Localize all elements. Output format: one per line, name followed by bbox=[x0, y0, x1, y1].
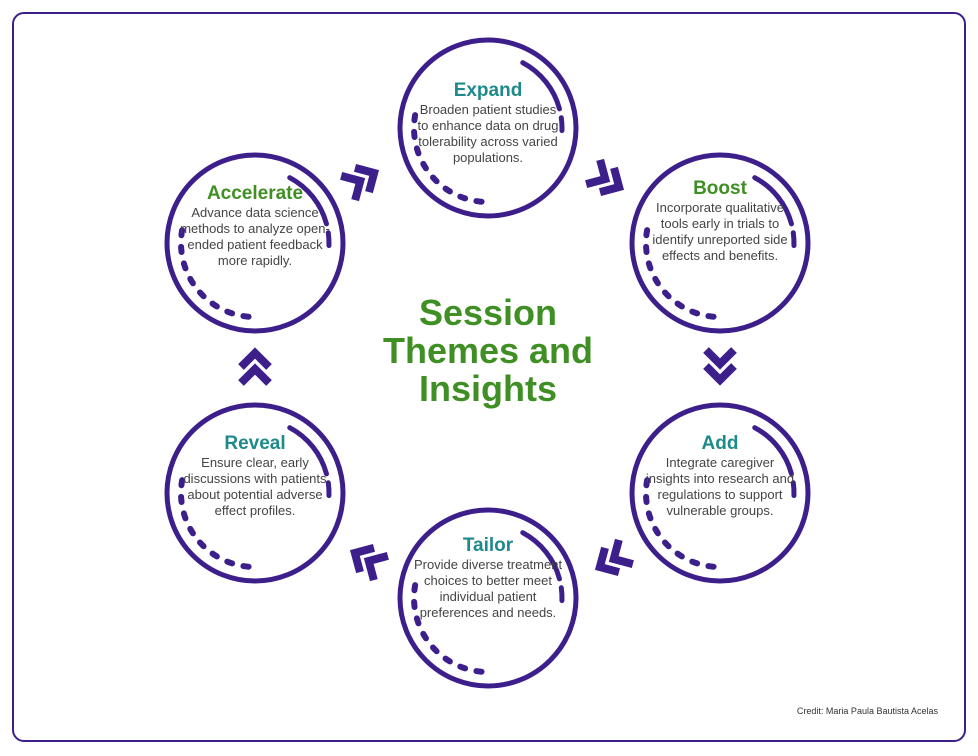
ring-tick bbox=[180, 510, 189, 522]
ring-tick bbox=[645, 510, 654, 522]
ring-tick bbox=[197, 289, 207, 300]
ring-tick bbox=[197, 539, 207, 550]
ring-tick bbox=[224, 558, 236, 567]
theme-title: Reveal bbox=[224, 433, 286, 454]
theme-title: Boost bbox=[693, 178, 747, 199]
ring-tick bbox=[180, 260, 189, 272]
theme-text: Broaden patient studies to enhance data … bbox=[417, 102, 559, 165]
ring-arc bbox=[287, 175, 329, 227]
chevron-icon bbox=[703, 363, 737, 386]
diagram-frame bbox=[12, 12, 966, 742]
ring-tick bbox=[209, 550, 220, 560]
chevron-icon bbox=[238, 347, 272, 370]
ring-tick bbox=[457, 663, 469, 672]
chevron-icon bbox=[340, 172, 366, 202]
ring-tick bbox=[662, 539, 672, 550]
ring-tick bbox=[705, 563, 717, 570]
double-chevron-arrow-icon bbox=[585, 158, 625, 196]
chevron-icon bbox=[238, 363, 272, 386]
theme-ring bbox=[164, 402, 346, 584]
ring-tick bbox=[413, 615, 422, 627]
ring-tick bbox=[705, 313, 717, 320]
ring-tick bbox=[643, 477, 651, 489]
ring-tick bbox=[674, 300, 685, 310]
ring-tick bbox=[240, 563, 252, 570]
ring-tick bbox=[224, 308, 236, 317]
double-chevron-arrow-icon bbox=[703, 347, 737, 386]
ring-tick bbox=[473, 198, 485, 205]
ring-arc bbox=[287, 425, 329, 477]
ring-tick bbox=[652, 525, 661, 537]
ring-arc bbox=[520, 60, 562, 112]
chevron-icon bbox=[353, 164, 380, 194]
theme-title: Accelerate bbox=[206, 183, 304, 204]
ring-dash bbox=[790, 230, 797, 249]
ring-tick bbox=[662, 289, 672, 300]
ring-tick bbox=[420, 160, 429, 172]
chevron-icon bbox=[349, 544, 376, 574]
credit: Credit: Maria Paula Bautista Acelas bbox=[796, 706, 938, 716]
double-chevron-arrow-icon bbox=[349, 544, 389, 582]
chevron-icon bbox=[363, 552, 389, 582]
ring-tick bbox=[652, 275, 661, 287]
double-chevron-arrow-icon bbox=[340, 164, 380, 202]
theme-text: Ensure clear, early discussions with pat… bbox=[183, 455, 327, 518]
ring-tick bbox=[411, 112, 419, 124]
theme-ring bbox=[164, 152, 346, 334]
theme-text: Advance data science methods to analyze … bbox=[180, 205, 330, 268]
ring-tick bbox=[420, 630, 429, 642]
theme-text: Incorporate qualitative tools early in t… bbox=[652, 200, 788, 263]
ring-tick bbox=[430, 644, 440, 655]
chevron-icon bbox=[608, 538, 634, 568]
ring-tick bbox=[187, 525, 196, 537]
theme-ring bbox=[629, 152, 811, 334]
chevron-icon bbox=[703, 347, 737, 370]
ring-arc bbox=[752, 425, 794, 477]
ring-tick bbox=[689, 308, 701, 317]
ring-arc bbox=[752, 175, 794, 227]
ring-tick bbox=[674, 550, 685, 560]
ring-tick bbox=[187, 275, 196, 287]
chevron-icon bbox=[598, 166, 625, 196]
ring-tick bbox=[643, 227, 651, 239]
ring-dash bbox=[325, 480, 332, 499]
ring-tick bbox=[178, 227, 186, 239]
double-chevron-arrow-icon bbox=[238, 347, 272, 386]
ring-tick bbox=[442, 655, 453, 665]
theme-text: Integrate caregiver insights into resear… bbox=[645, 455, 795, 518]
ring-arc bbox=[520, 530, 562, 582]
ring-dash bbox=[325, 230, 332, 249]
ring-dash bbox=[558, 585, 565, 604]
ring-tick bbox=[473, 668, 485, 675]
ring-dash bbox=[790, 480, 797, 499]
theme-ring bbox=[397, 507, 579, 689]
theme-title: Expand bbox=[453, 80, 523, 101]
ring-tick bbox=[457, 193, 469, 202]
theme-text: Provide diverse treatment choices to bet… bbox=[413, 557, 563, 620]
ring-tick bbox=[413, 145, 422, 157]
ring-tick bbox=[209, 300, 220, 310]
ring-tick bbox=[411, 582, 419, 594]
chevron-icon bbox=[594, 546, 621, 576]
theme-ring bbox=[629, 402, 811, 584]
ring-tick bbox=[689, 558, 701, 567]
ring-dash bbox=[558, 115, 565, 134]
ring-tick bbox=[178, 477, 186, 489]
chevron-icon bbox=[585, 158, 611, 188]
double-chevron-arrow-icon bbox=[594, 538, 634, 576]
ring-tick bbox=[645, 260, 654, 272]
theme-title: Add bbox=[701, 433, 739, 454]
theme-ring bbox=[397, 37, 579, 219]
ring-tick bbox=[430, 174, 440, 185]
theme-title: Tailor bbox=[462, 535, 514, 556]
ring-tick bbox=[240, 313, 252, 320]
ring-tick bbox=[442, 185, 453, 195]
center-title: Session Themes and Insights bbox=[382, 292, 594, 409]
